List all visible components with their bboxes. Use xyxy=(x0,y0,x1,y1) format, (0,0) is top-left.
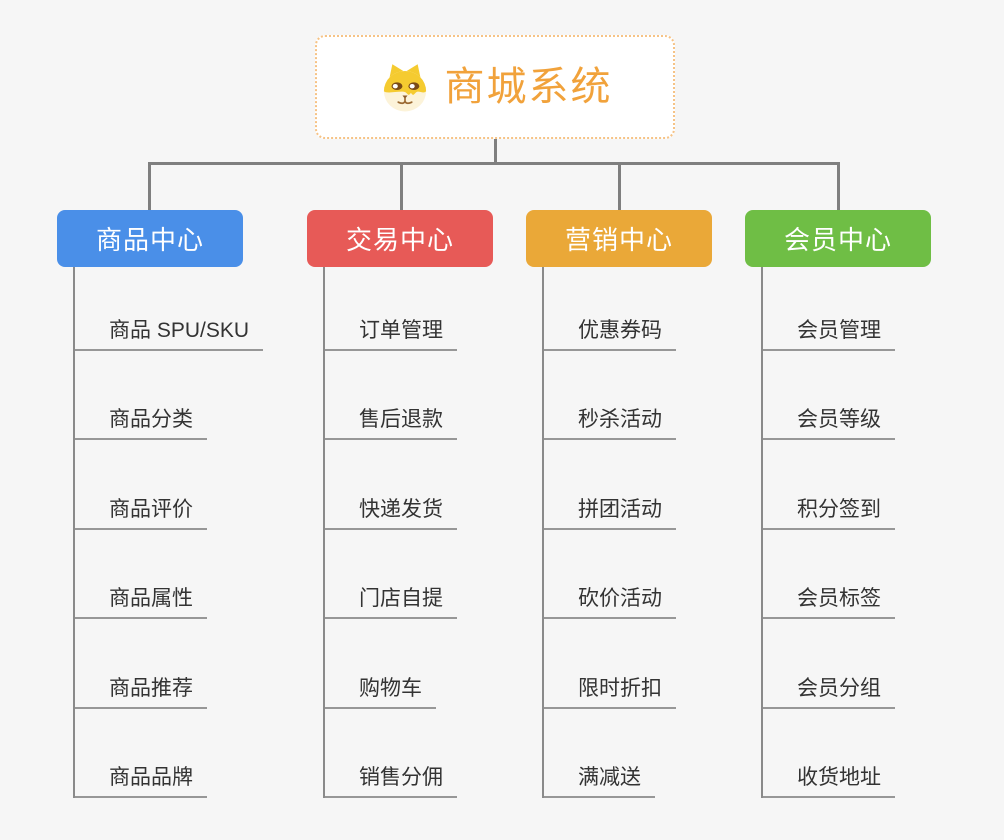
leaf-node[interactable]: 优惠券码 xyxy=(544,261,676,351)
leaf-node[interactable]: 拼团活动 xyxy=(544,440,676,530)
leaf-node[interactable]: 售后退款 xyxy=(325,351,457,440)
leaf-label: 门店自提 xyxy=(325,588,457,619)
leaf-node[interactable]: 商品属性 xyxy=(75,530,263,619)
leaf-node[interactable]: 砍价活动 xyxy=(544,530,676,619)
leaf-node[interactable]: 订单管理 xyxy=(325,261,457,351)
leaf-node[interactable]: 快递发货 xyxy=(325,440,457,530)
branch-box-member-center[interactable]: 会员中心 xyxy=(745,210,931,267)
leaf-label: 会员管理 xyxy=(763,320,895,351)
shiba-dog-icon xyxy=(383,64,426,112)
leaf-node[interactable]: 秒杀活动 xyxy=(544,351,676,440)
leaf-label: 商品品牌 xyxy=(75,767,207,798)
leaf-label: 商品属性 xyxy=(75,588,207,619)
leaf-label: 商品评价 xyxy=(75,499,207,530)
leaf-node[interactable]: 积分签到 xyxy=(763,440,895,530)
leaf-node[interactable]: 限时折扣 xyxy=(544,619,676,709)
leaf-node[interactable]: 门店自提 xyxy=(325,530,457,619)
leaf-label: 购物车 xyxy=(325,678,436,709)
leaf-label: 限时折扣 xyxy=(544,678,676,709)
leaf-node[interactable]: 商品分类 xyxy=(75,351,263,440)
leaf-label: 优惠券码 xyxy=(544,320,676,351)
root-title: 商城系统 xyxy=(444,65,613,109)
leaf-label: 拼团活动 xyxy=(544,499,676,530)
leaf-label: 销售分佣 xyxy=(325,767,457,798)
leaf-label: 售后退款 xyxy=(325,409,457,440)
leaf-label: 砍价活动 xyxy=(544,588,676,619)
leaf-node[interactable]: 商品推荐 xyxy=(75,619,263,709)
leaf-node[interactable]: 会员等级 xyxy=(763,351,895,440)
leaf-label: 会员标签 xyxy=(763,588,895,619)
leaf-label: 秒杀活动 xyxy=(544,409,676,440)
leaf-label: 收货地址 xyxy=(763,767,895,798)
connector-drop-branch-1 xyxy=(148,162,151,212)
branch-box-trade-center[interactable]: 交易中心 xyxy=(307,210,493,267)
leaf-node[interactable]: 购物车 xyxy=(325,619,457,709)
leaf-label: 商品推荐 xyxy=(75,678,207,709)
leaf-column-member-center: 会员管理 会员等级 积分签到 会员标签 会员分组 收货地址 xyxy=(761,261,895,798)
leaf-node[interactable]: 商品评价 xyxy=(75,440,263,530)
leaf-node[interactable]: 会员管理 xyxy=(763,261,895,351)
root-node[interactable]: 商城系统 xyxy=(315,35,675,139)
leaf-label: 会员等级 xyxy=(763,409,895,440)
leaf-label: 商品分类 xyxy=(75,409,207,440)
leaf-node[interactable]: 销售分佣 xyxy=(325,709,457,798)
leaf-label: 会员分组 xyxy=(763,678,895,709)
leaf-node[interactable]: 满减送 xyxy=(544,709,676,798)
leaf-node[interactable]: 会员分组 xyxy=(763,619,895,709)
leaf-label: 快递发货 xyxy=(325,499,457,530)
leaf-column-trade-center: 订单管理 售后退款 快递发货 门店自提 购物车 销售分佣 xyxy=(323,261,457,798)
leaf-node[interactable]: 商品 SPU/SKU xyxy=(75,261,264,351)
leaf-node[interactable]: 商品品牌 xyxy=(75,709,263,798)
leaf-label: 订单管理 xyxy=(325,320,457,351)
leaf-node[interactable]: 收货地址 xyxy=(763,709,895,798)
connector-drop-branch-2 xyxy=(399,162,403,212)
leaf-node[interactable]: 会员标签 xyxy=(763,530,895,619)
leaf-column-marketing-center: 优惠券码 秒杀活动 拼团活动 砍价活动 限时折扣 满减送 xyxy=(542,261,676,798)
connector-drop-branch-4 xyxy=(836,162,840,212)
connector-root-drop xyxy=(493,139,497,165)
leaf-label: 商品 SPU/SKU xyxy=(75,320,264,351)
leaf-label: 积分签到 xyxy=(763,499,895,530)
leaf-column-product-center: 商品 SPU/SKU 商品分类 商品评价 商品属性 商品推荐 商品品牌 xyxy=(73,261,264,798)
connector-drop-branch-3 xyxy=(617,162,621,212)
branch-box-product-center[interactable]: 商品中心 xyxy=(57,210,243,267)
branch-box-marketing-center[interactable]: 营销中心 xyxy=(526,210,712,267)
connector-spine xyxy=(148,162,840,165)
leaf-label: 满减送 xyxy=(544,767,655,798)
